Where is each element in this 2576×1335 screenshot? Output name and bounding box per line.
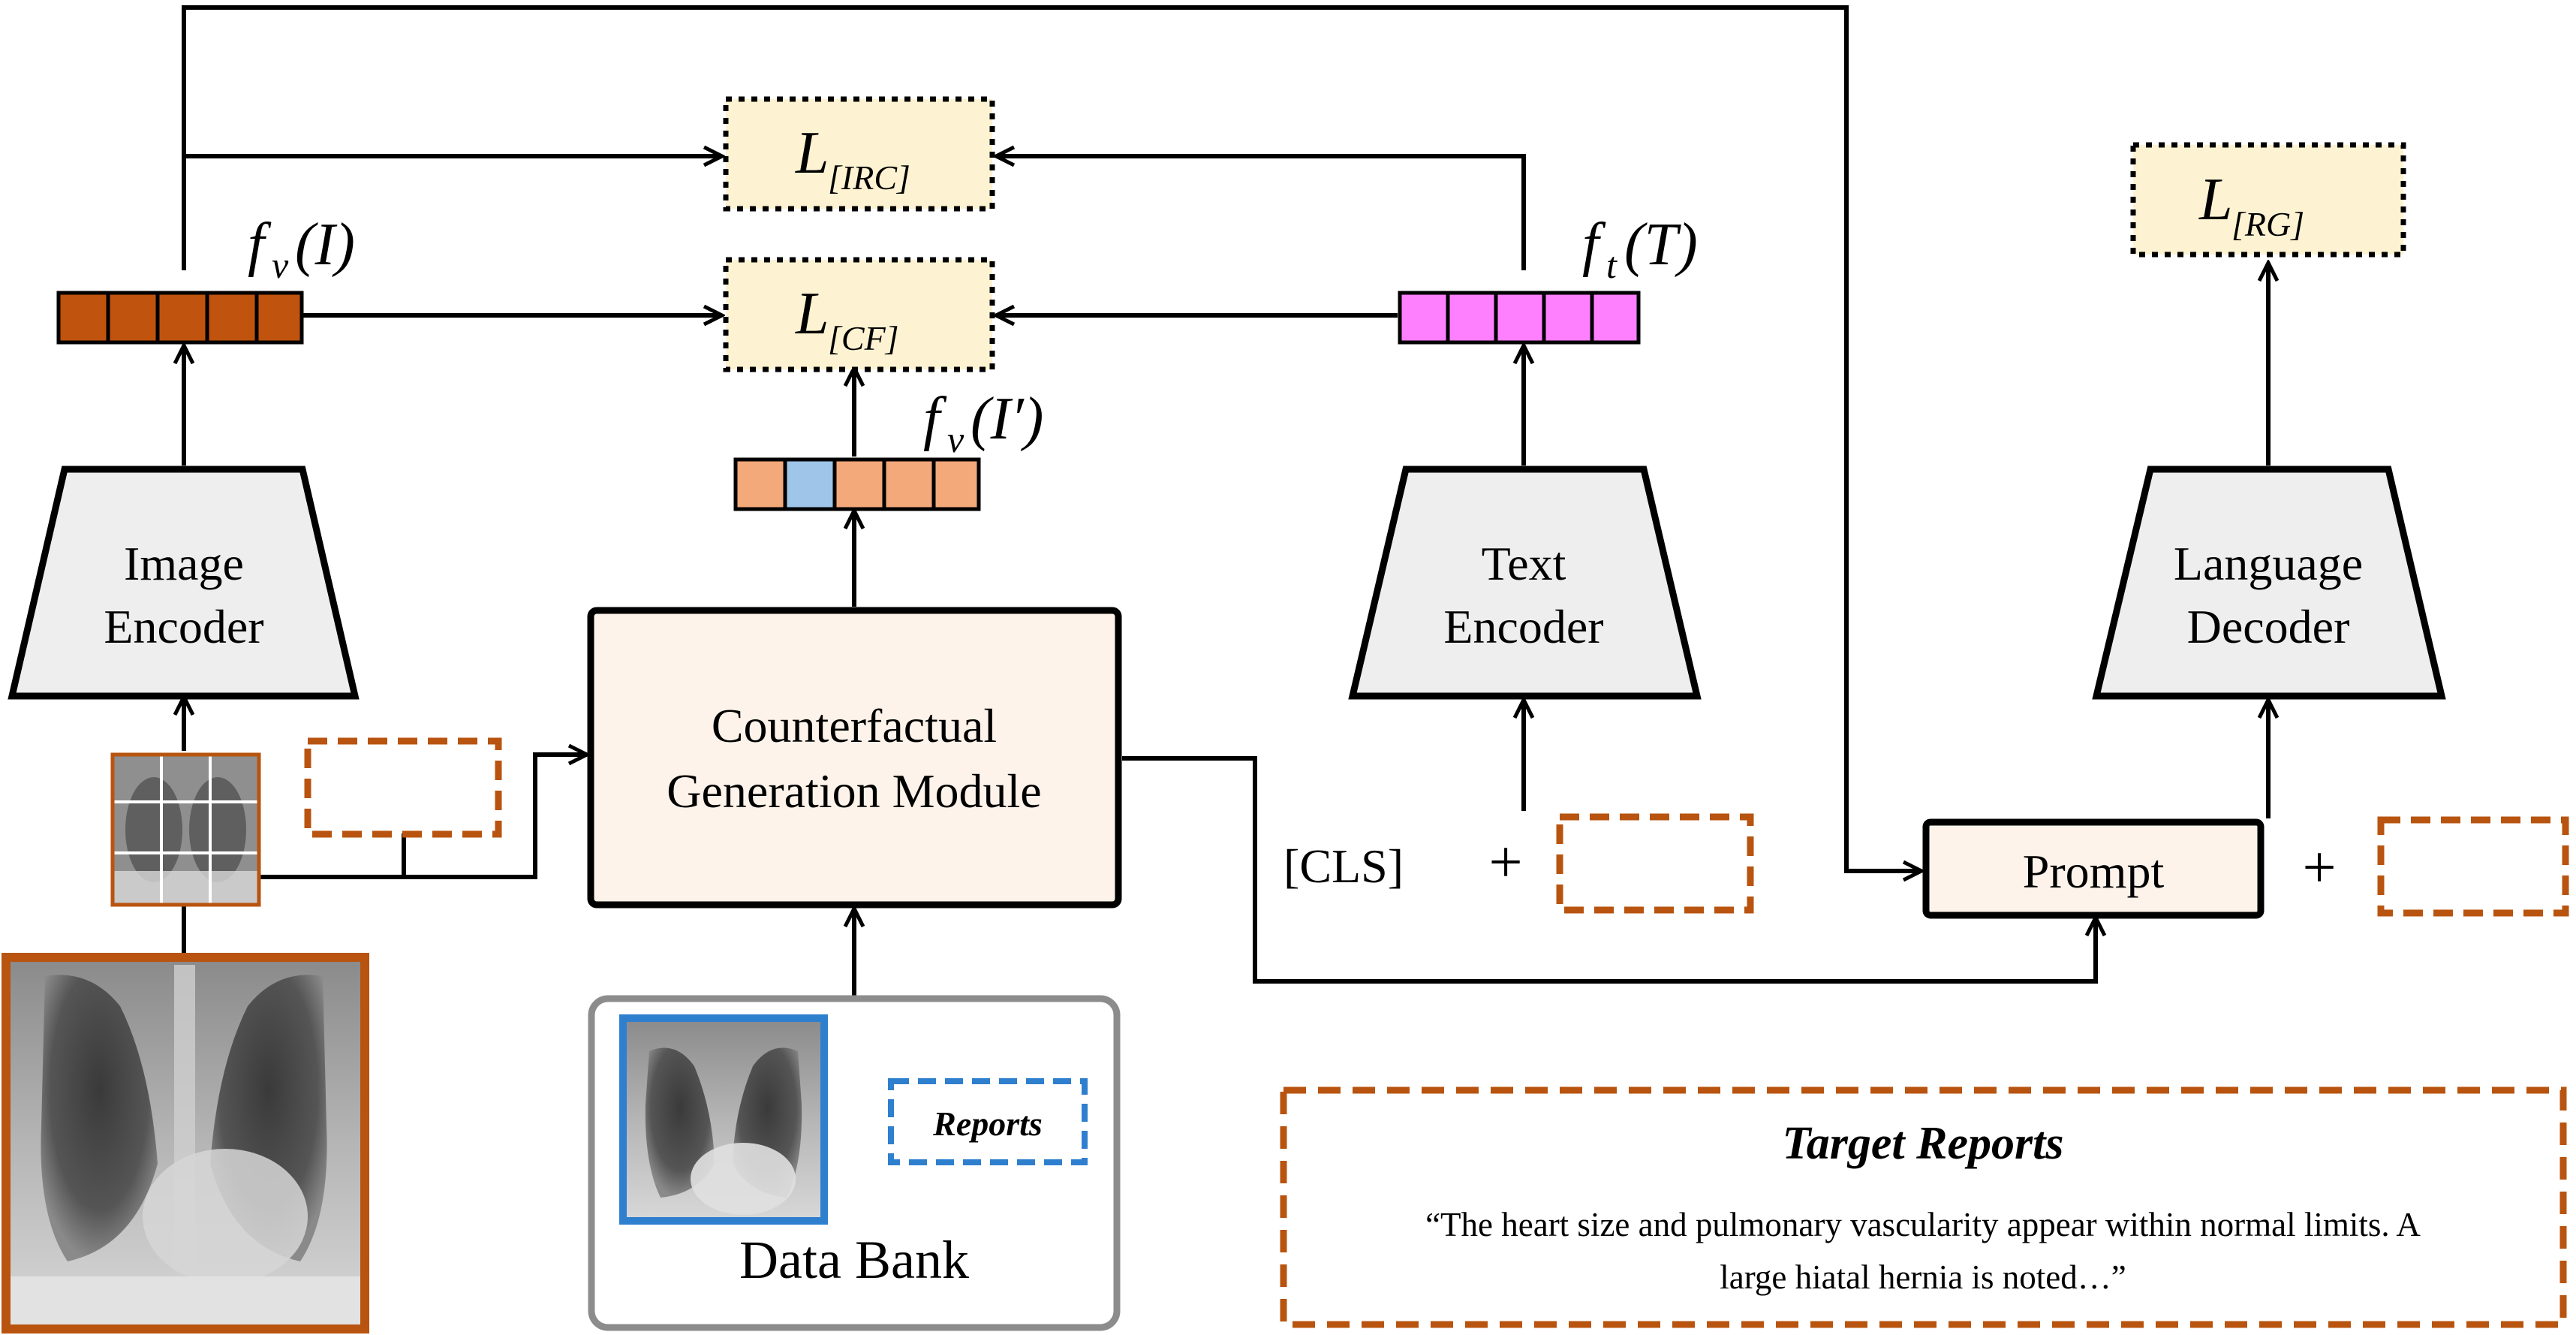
fv-i-vector <box>56 291 304 345</box>
loss-cf-box: L [CF] <box>723 257 995 372</box>
databank-reports-label: Reports <box>932 1104 1043 1143</box>
databank-reports-box <box>888 1078 1088 1165</box>
report-placeholder-image <box>304 737 502 838</box>
chest-xray-image-icon <box>2 953 369 1333</box>
loss-rg-main: L <box>2198 167 2233 233</box>
connector-module-to-prompt <box>1122 756 2096 984</box>
databank-xray-image-icon <box>619 1014 828 1225</box>
databank-label: Data Bank <box>739 1230 969 1290</box>
fv-iprime-sub: v <box>947 418 964 460</box>
fv-i-label: f v (I) <box>248 212 355 286</box>
prompt-label: Prompt <box>2023 845 2165 898</box>
fv-i-arg: (I) <box>295 212 355 278</box>
report-placeholder-text <box>1556 813 1754 914</box>
target-reports-line1: “The heart size and pulmonary vascularit… <box>1425 1206 2421 1243</box>
prompt-box: Prompt <box>1922 818 2265 919</box>
ft-t-sub: t <box>1606 244 1618 286</box>
image-encoder-line2: Encoder <box>104 600 263 653</box>
language-decoder-line2: Decoder <box>2187 600 2350 653</box>
target-reports-title: Target Reports <box>1783 1118 2064 1169</box>
xray-patch-grid-icon <box>110 752 261 907</box>
loss-rg-sub: [RG] <box>2231 205 2304 243</box>
plus-prompt: + <box>2302 835 2336 901</box>
language-decoder: Language Decoder <box>2092 466 2446 700</box>
report-placeholder-decoder <box>2377 816 2569 917</box>
text-encoder-line1: Text <box>1482 537 1566 590</box>
fv-iprime-fn: f <box>923 386 947 452</box>
target-reports-line2: large hiatal hernia is noted…” <box>1720 1258 2126 1296</box>
ft-t-label: f t (T) <box>1582 212 1698 286</box>
loss-irc-main: L <box>795 120 829 186</box>
module-line2: Generation Module <box>667 764 1041 818</box>
module-line1: Counterfactual <box>712 699 997 752</box>
data-bank: Reports Data Bank <box>588 995 1121 1331</box>
loss-cf-sub: [CF] <box>828 319 899 357</box>
cls-label: [CLS] <box>1283 839 1404 893</box>
connector-fv-to-prompt <box>182 5 1921 871</box>
loss-irc-sub: [IRC] <box>828 158 910 197</box>
language-decoder-line1: Language <box>2174 537 2363 590</box>
fv-i-fn: f <box>248 212 272 278</box>
loss-cf-main: L <box>795 281 829 347</box>
fv-iprime-label: f v (I′) <box>923 386 1043 460</box>
fv-iprime-arg: (I′) <box>971 386 1043 452</box>
text-encoder-line2: Encoder <box>1443 600 1603 653</box>
fv-iprime-vector <box>733 457 981 511</box>
ft-t-arg: (T) <box>1624 212 1698 278</box>
ft-t-vector <box>1398 291 1641 345</box>
ft-t-fn: f <box>1582 212 1606 278</box>
text-encoder: Text Encoder <box>1348 466 1702 700</box>
image-encoder-line1: Image <box>124 537 244 590</box>
loss-irc-box: L [IRC] <box>723 96 995 212</box>
target-reports-box: Target Reports “The heart size and pulmo… <box>1280 1086 2567 1328</box>
connectors <box>182 5 2268 999</box>
connector-ft-to-irc <box>996 156 1526 270</box>
image-encoder: Image Encoder <box>8 466 360 700</box>
counterfactual-module: Counterfactual Generation Module <box>587 607 1122 909</box>
connector-patch-to-module <box>259 755 587 879</box>
loss-rg-box: L [RG] <box>2130 142 2406 258</box>
fv-i-sub: v <box>272 244 289 286</box>
plus-cls: + <box>1488 830 1522 896</box>
